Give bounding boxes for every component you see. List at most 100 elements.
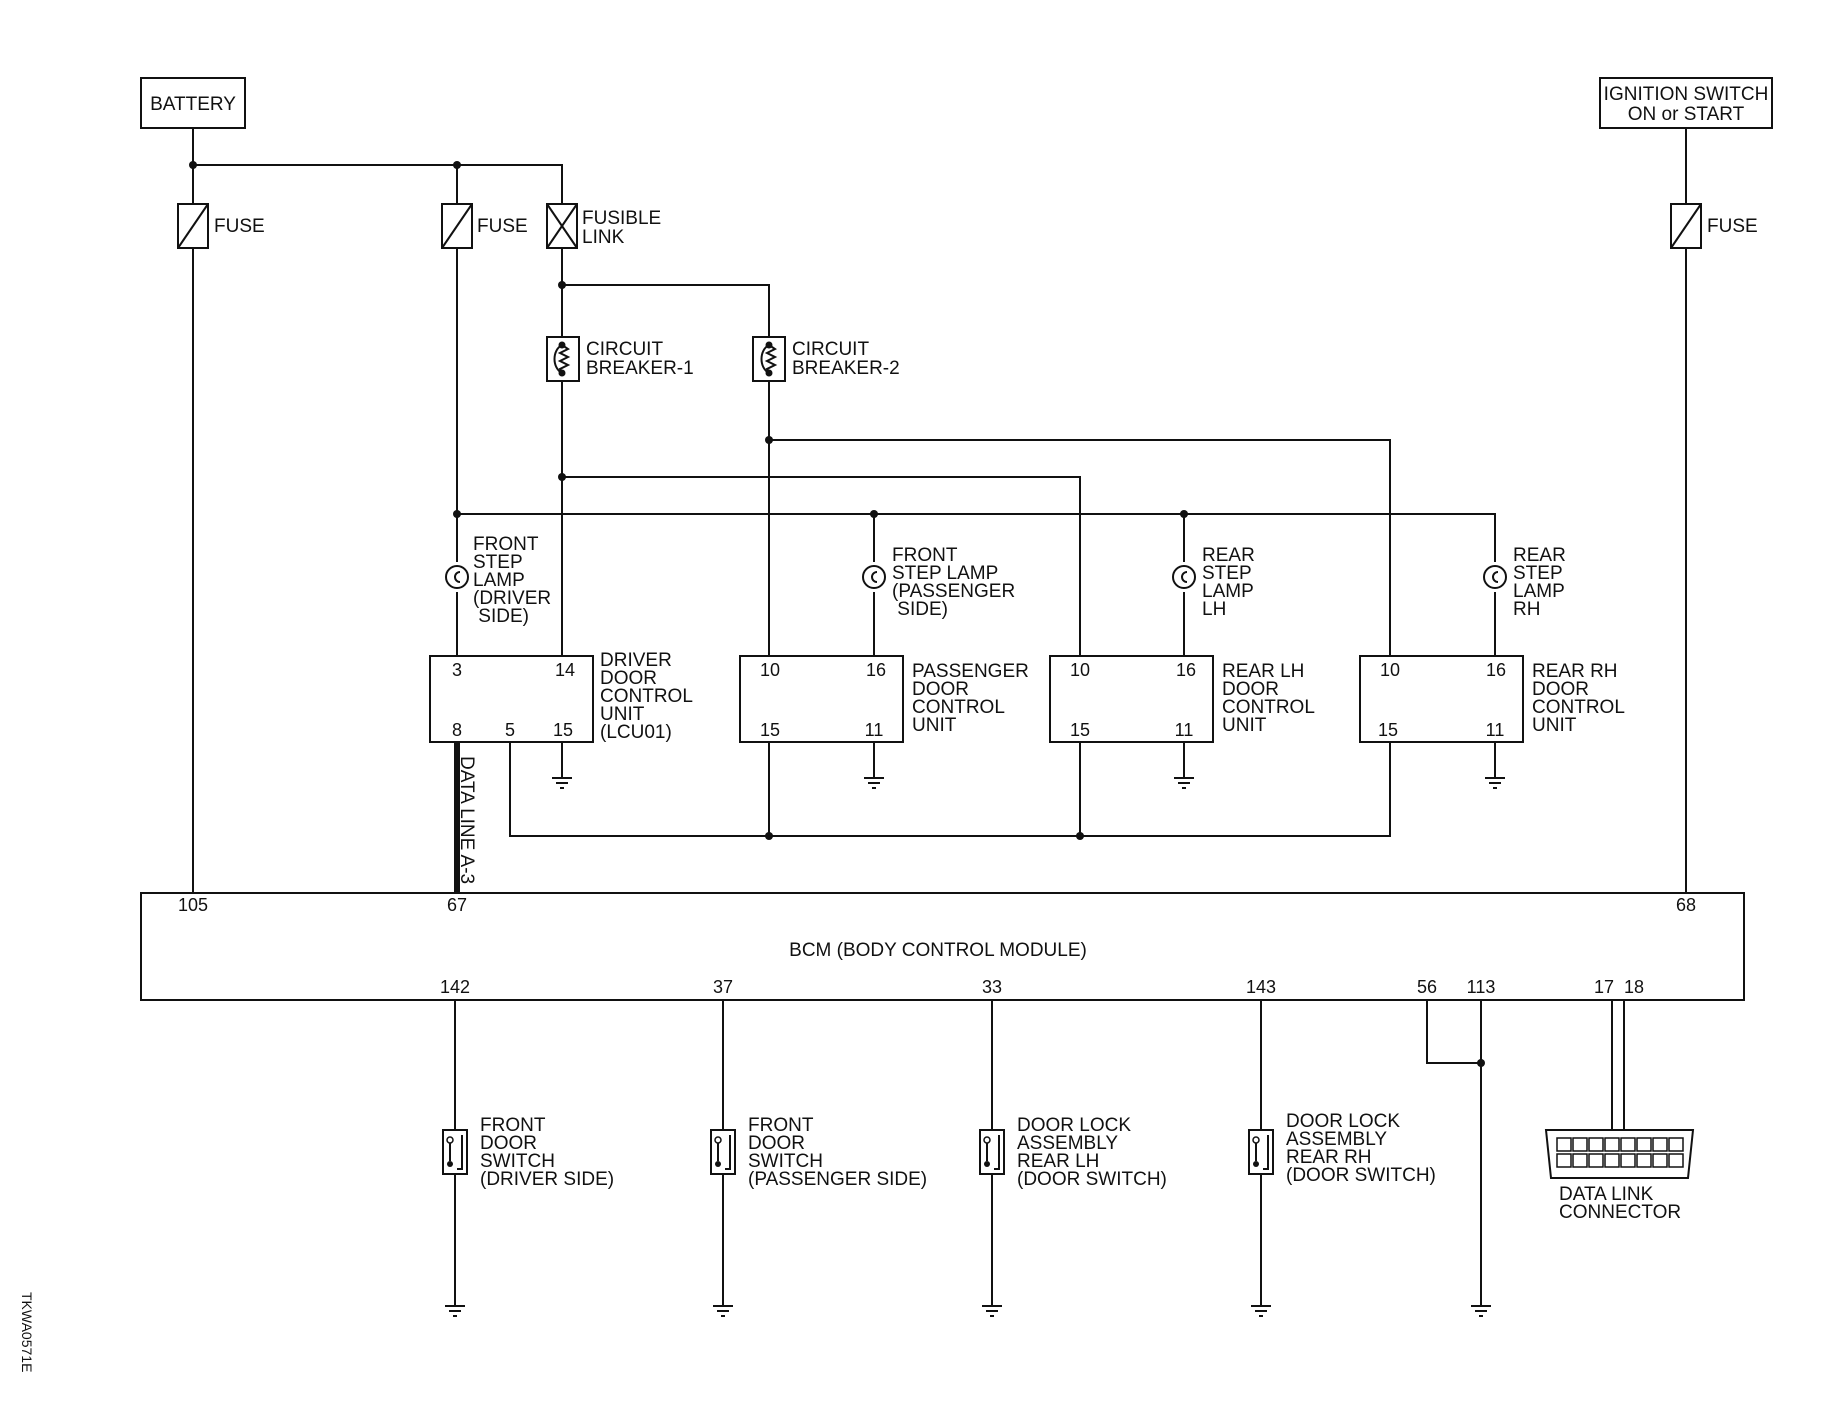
- connector-pin-cell: [1636, 1137, 1652, 1152]
- rear-rh-lamp-label: REAR: [1513, 545, 1566, 566]
- connector-pin-cell: [1668, 1137, 1684, 1152]
- driver-door-unit-label: CONTROL: [600, 686, 693, 707]
- connector-pin-cell: [1572, 1137, 1588, 1152]
- lamp-icon: [862, 565, 886, 589]
- ground-icon: [1485, 777, 1505, 789]
- door-switch-icon: [1248, 1129, 1274, 1175]
- ground-icon: [552, 777, 572, 789]
- bcm-pin-label: 143: [1246, 977, 1276, 997]
- rear-rh-lamp-label: RH: [1513, 599, 1540, 620]
- circuit-breaker-icon: [752, 336, 786, 382]
- connector-pin-cell: [1620, 1153, 1636, 1168]
- driver-door-unit-label: DOOR: [600, 668, 657, 689]
- front-driver-door-switch-label: SWITCH: [480, 1151, 555, 1172]
- ground-icon: [864, 777, 884, 789]
- rear-lh-door-unit-label: CONTROL: [1222, 697, 1315, 718]
- pin-label: 3: [452, 660, 462, 680]
- bcm-pin-label: 33: [982, 977, 1002, 997]
- pin-label: 16: [1176, 660, 1196, 680]
- pin-label: 10: [1380, 660, 1400, 680]
- rear-lh-door-unit-label: REAR LH: [1222, 661, 1304, 682]
- rear-lh-lamp-label: LAMP: [1202, 581, 1254, 602]
- front-passenger-lamp-label: (PASSENGER: [892, 581, 1015, 602]
- lamp-icon: [1483, 565, 1507, 589]
- pin-label: 15: [760, 720, 780, 740]
- door-switch-icon: [442, 1129, 468, 1175]
- connector-pin-cell: [1604, 1153, 1620, 1168]
- front-passenger-lamp-label: SIDE): [892, 599, 948, 620]
- pin-label: 16: [1486, 660, 1506, 680]
- ground-icon: [1251, 1305, 1271, 1317]
- data-link-connector-label: DATA LINK: [1559, 1184, 1654, 1205]
- bcm-pin-label: 17: [1594, 977, 1614, 997]
- bcm-pin-label: 18: [1624, 977, 1644, 997]
- passenger-door-unit-label: CONTROL: [912, 697, 1005, 718]
- battery-label: BATTERY: [150, 94, 236, 115]
- rear-rh-lamp-label: LAMP: [1513, 581, 1565, 602]
- front-driver-door-switch-label: (DRIVER SIDE): [480, 1169, 614, 1190]
- rear-rh-door-control-unit: [1359, 655, 1524, 743]
- connector-pin-cell: [1556, 1153, 1572, 1168]
- connector-pin-cell: [1652, 1137, 1668, 1152]
- pin-label: 11: [865, 720, 884, 740]
- rear-rh-lamp-label: STEP: [1513, 563, 1563, 584]
- connector-pin-cell: [1636, 1153, 1652, 1168]
- data-link-connector-icon: [1544, 1129, 1695, 1179]
- front-driver-door-switch-label: DOOR: [480, 1133, 537, 1154]
- pin-label: 15: [553, 720, 573, 740]
- pin-label: 10: [760, 660, 780, 680]
- driver-door-unit-label: UNIT: [600, 704, 645, 725]
- circuit-breaker-1-label: BREAKER-1: [586, 358, 694, 379]
- bcm-pin-label: 105: [178, 895, 208, 915]
- rear-rh-door-unit-label: UNIT: [1532, 715, 1577, 736]
- rear-lh-door-unit-label: UNIT: [1222, 715, 1267, 736]
- lamp-icon: [445, 565, 469, 589]
- connector-pin-cell: [1620, 1137, 1636, 1152]
- passenger-door-unit-label: DOOR: [912, 679, 969, 700]
- data-link-connector-label: CONNECTOR: [1559, 1202, 1681, 1223]
- ground-icon: [1174, 777, 1194, 789]
- front-passenger-door-switch-label: SWITCH: [748, 1151, 823, 1172]
- ignition-switch-box: [1599, 77, 1773, 129]
- pin-label: 15: [1070, 720, 1090, 740]
- front-passenger-door-switch-label: DOOR: [748, 1133, 805, 1154]
- rear-lh-lamp-label: REAR: [1202, 545, 1255, 566]
- bcm-box: [140, 892, 1745, 1001]
- bcm-pin-label: 37: [713, 977, 733, 997]
- bcm-pin-label: 67: [447, 895, 467, 915]
- front-driver-lamp-label: SIDE): [473, 606, 529, 627]
- rear-rh-door-unit-label: CONTROL: [1532, 697, 1625, 718]
- ignition-switch-label: IGNITION SWITCH: [1604, 84, 1769, 105]
- connector-pin-cell: [1556, 1137, 1572, 1152]
- rear-lh-door-switch-label: ASSEMBLY: [1017, 1133, 1118, 1154]
- passenger-door-unit-label: PASSENGER: [912, 661, 1029, 682]
- rear-lh-door-control-unit: [1049, 655, 1214, 743]
- rear-lh-lamp-label: LH: [1202, 599, 1226, 620]
- fusible-link-icon: [546, 203, 578, 249]
- pin-label: 10: [1070, 660, 1090, 680]
- front-driver-lamp-label: LAMP: [473, 570, 525, 591]
- connector-pin-cell: [1652, 1153, 1668, 1168]
- ground-icon: [713, 1305, 733, 1317]
- pin-label: 16: [866, 660, 886, 680]
- door-switch-icon: [979, 1129, 1005, 1175]
- fuse-label: FUSE: [1707, 216, 1758, 237]
- circuit-breaker-1-label: CIRCUIT: [586, 339, 663, 360]
- data-line-label: DATA LINE A-3: [456, 756, 477, 884]
- passenger-door-unit-label: UNIT: [912, 715, 957, 736]
- wires: [192, 128, 1687, 1306]
- fuse-icon: [1670, 203, 1702, 249]
- connector-pin-cell: [1588, 1153, 1604, 1168]
- pin-label: 5: [505, 720, 515, 740]
- rear-rh-door-unit-label: DOOR: [1532, 679, 1589, 700]
- passenger-door-control-unit: [739, 655, 904, 743]
- rear-rh-door-switch-label: REAR RH: [1286, 1147, 1372, 1168]
- front-passenger-door-switch-label: FRONT: [748, 1115, 814, 1136]
- connector-pin-cell: [1604, 1137, 1620, 1152]
- rear-lh-door-unit-label: DOOR: [1222, 679, 1279, 700]
- front-passenger-lamp-label: FRONT: [892, 545, 958, 566]
- driver-door-unit-label: DRIVER: [600, 650, 672, 671]
- driver-door-unit-label: (LCU01): [600, 722, 672, 743]
- rear-rh-door-switch-label: ASSEMBLY: [1286, 1129, 1387, 1150]
